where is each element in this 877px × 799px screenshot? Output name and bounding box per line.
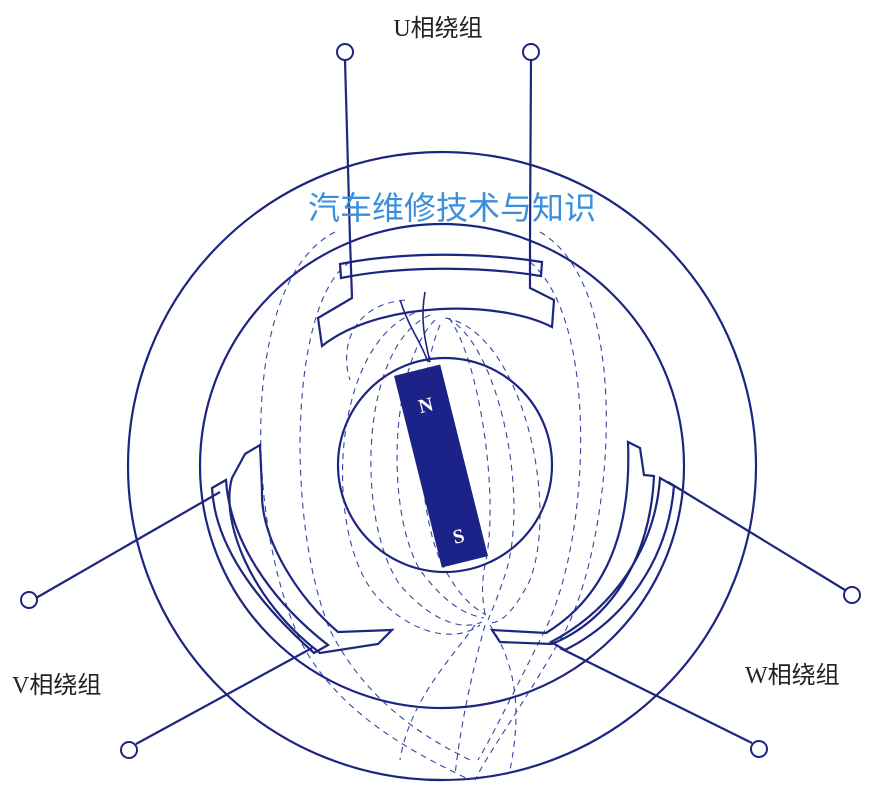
rotor-circle — [336, 356, 554, 574]
magnet-bar — [394, 364, 488, 568]
v-terminal-upper — [20, 591, 38, 609]
w-lead-lower — [559, 647, 753, 744]
south-pole-label: S — [451, 525, 467, 549]
w-terminal-lower — [750, 740, 768, 758]
u-lead-left — [343, 59, 352, 241]
stator-inner-circle — [198, 222, 686, 710]
terminals — [20, 43, 861, 759]
u-pole-shoe — [316, 239, 556, 349]
north-pole-label: N — [416, 393, 436, 418]
u-terminal-left — [336, 43, 354, 61]
u-terminal-right — [522, 43, 540, 61]
u-lead-right — [528, 59, 533, 243]
u-winding-label: U相绕组 — [393, 15, 482, 42]
flux-lead-left — [399, 299, 429, 363]
w-pole-shoe — [489, 440, 676, 652]
v-winding-label: V相绕组 — [12, 672, 101, 699]
v-lead-upper — [35, 491, 221, 599]
w-terminal-upper — [843, 586, 861, 604]
rotor-magnet: N S — [394, 364, 488, 568]
w-winding-label: W相绕组 — [745, 662, 840, 689]
lead-wires — [35, 59, 846, 745]
flux-lines — [260, 231, 607, 781]
v-lead-lower — [135, 647, 313, 745]
flux-lead-right — [422, 291, 431, 363]
stator-outer-circle — [126, 150, 758, 782]
v-pole-shoe — [210, 443, 395, 655]
w-lead-upper — [667, 481, 846, 591]
v-terminal-lower — [120, 741, 138, 759]
watermark-text: 汽车维修技术与知识 — [308, 189, 596, 227]
